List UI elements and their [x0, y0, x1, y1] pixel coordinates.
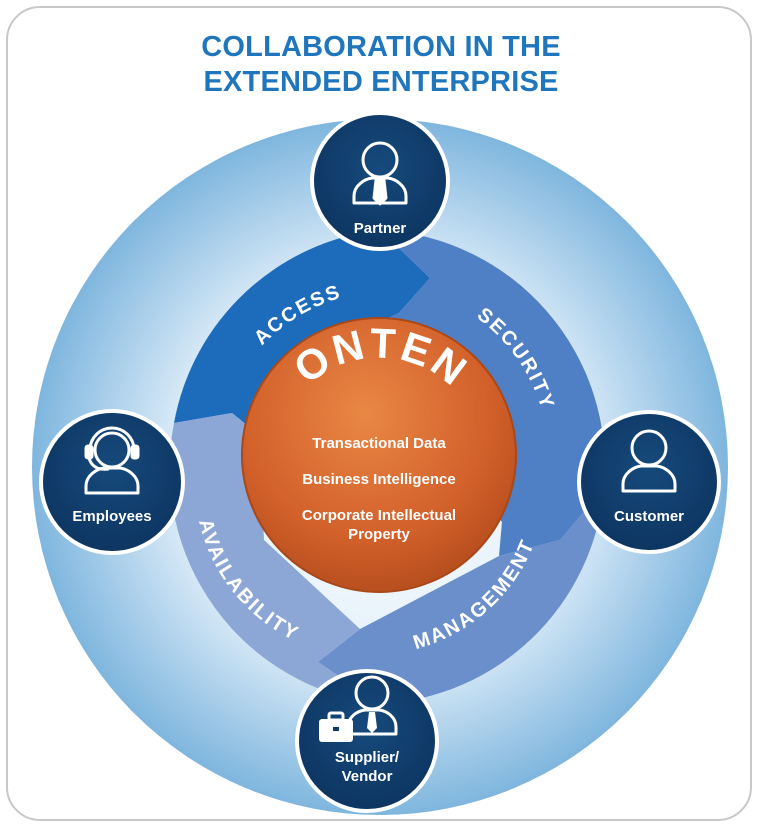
customer-label: Customer — [614, 508, 684, 525]
supplier-label-line-1: Supplier/ — [335, 749, 400, 766]
title-line-1: COLLABORATION IN THE — [201, 31, 561, 63]
node-employees: Employees — [39, 409, 185, 555]
segment-availability — [169, 413, 380, 704]
content-item-1: Transactional Data — [312, 435, 446, 452]
node-supplier: Supplier/ Vendor — [295, 669, 439, 813]
node-partner: Partner — [310, 111, 450, 251]
diagram-title: COLLABORATION IN THE EXTENDED ENTERPRISE — [0, 30, 762, 100]
person-with-headset-icon — [84, 426, 140, 495]
supplier-label-line-2: Vendor — [342, 768, 393, 785]
person-with-briefcase-icon — [319, 675, 398, 742]
person-with-tie-icon — [352, 141, 408, 206]
content-item-3: Corporate Intellectual — [302, 507, 456, 524]
content-item-2: Business Intelligence — [302, 471, 455, 488]
employees-label: Employees — [72, 508, 151, 525]
content-item-4: Property — [348, 526, 410, 543]
segment-management — [318, 488, 604, 704]
person-icon — [621, 429, 677, 493]
node-customer: Customer — [577, 410, 721, 554]
title-line-2: EXTENDED ENTERPRISE — [203, 66, 559, 98]
partner-label: Partner — [354, 220, 407, 237]
content-circle — [241, 317, 517, 593]
segment-access — [174, 230, 430, 435]
